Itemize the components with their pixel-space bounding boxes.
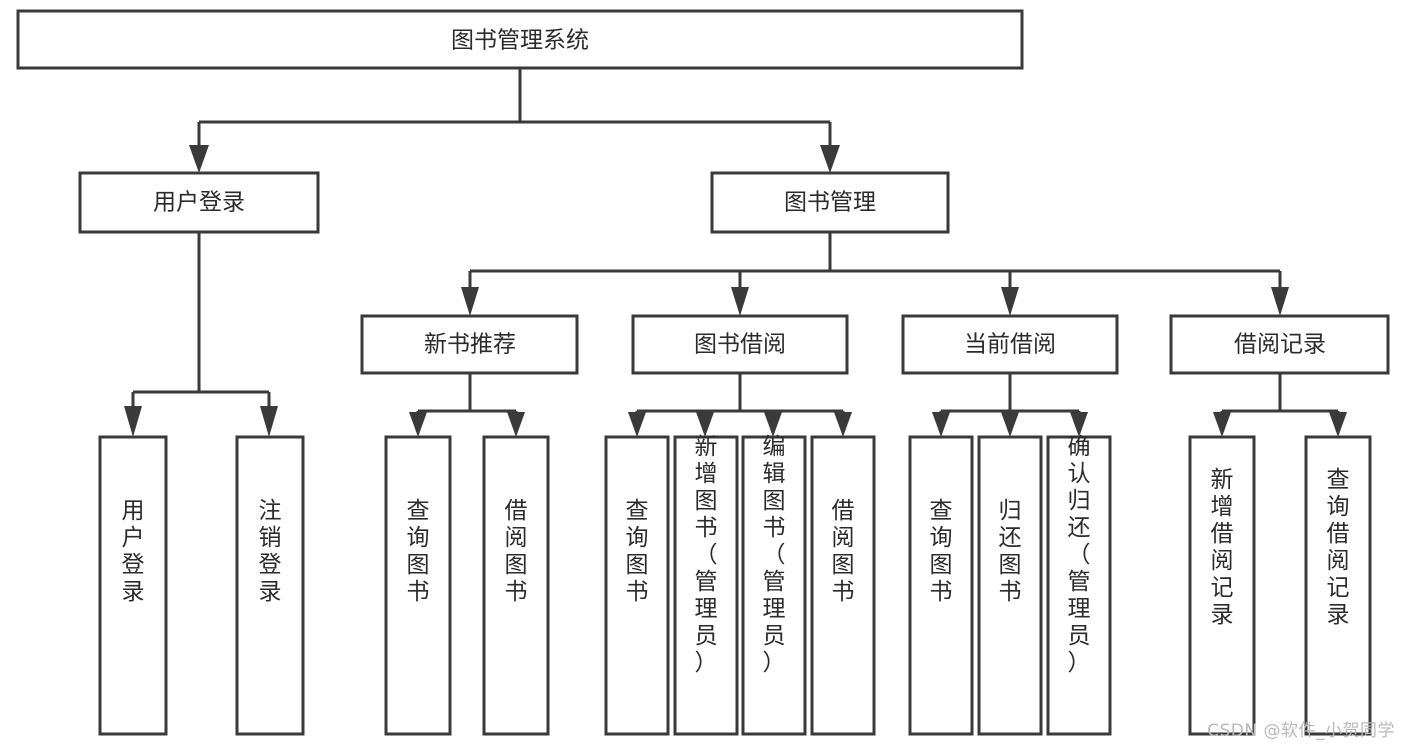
connector-group-root [189,68,840,173]
arrow-head-icon [932,412,950,437]
connector-group-new-book [409,373,525,437]
node-label: 借阅记录 [1234,332,1326,358]
node-label: 借阅图书 [832,498,855,605]
csdn-watermark: CSDN @软件_小贺同学 [1207,721,1395,741]
arrow-head-icon [260,406,278,437]
node-box [810,435,876,736]
node-label: 归还图书 [999,498,1022,605]
connector-group-current-borrow [932,373,1088,437]
node-box [673,435,739,736]
leaf-node-record-add[interactable]: 新增借阅记录 [1188,435,1256,736]
node-label: 图书管理系统 [451,28,589,54]
arrow-head-icon [731,287,749,316]
leaf-node-borrow-add-book[interactable]: 新增图书（管理员） [673,434,739,736]
arrow-head-icon [409,412,427,437]
leaf-node-current-query[interactable]: 查询图书 [908,435,974,736]
arrow-head-icon [124,406,142,437]
node-label: 图书管理 [784,190,876,216]
arrow-head-icon [1213,412,1231,437]
node-new-book-recommend[interactable]: 新书推荐 [360,314,579,375]
node-box [908,435,974,736]
node-borrow-record[interactable]: 借阅记录 [1169,314,1390,375]
node-book-borrow[interactable]: 图书借阅 [631,314,849,375]
node-label: 查询图书 [930,498,953,605]
connector-group-book-mgmt [461,232,1289,316]
node-label: 图书借阅 [694,332,786,358]
arrow-head-icon [507,412,525,437]
node-box [482,435,550,736]
node-box [977,435,1043,736]
node-label: 查询借阅记录 [1327,467,1350,628]
node-label: 注销登录 [259,498,282,605]
node-label: 用户登录 [153,190,245,216]
leaf-node-borrow-query[interactable]: 查询图书 [604,435,670,736]
node-label: 新增图书（管理员） [695,434,718,676]
leaf-node-borrow-borrow-book[interactable]: 借阅图书 [810,435,876,736]
leaf-node-user-login-login[interactable]: 用户登录 [98,435,168,736]
node-label: 编辑图书（管理员） [763,434,786,676]
node-box [631,314,849,375]
arrow-head-icon [1070,412,1088,437]
node-label: 查询图书 [407,498,430,605]
leaf-node-new-book-borrow[interactable]: 借阅图书 [482,435,550,736]
node-label: 当前借阅 [964,332,1056,358]
node-label: 查询图书 [626,498,649,605]
node-label: 新书推荐 [424,332,516,358]
node-box [710,171,950,234]
node-box [16,9,1024,70]
node-box [741,435,807,736]
node-box [78,171,320,234]
leaf-node-current-return[interactable]: 归还图书 [977,435,1043,736]
arrow-head-icon [628,412,646,437]
node-label: 新增借阅记录 [1211,467,1234,628]
node-user-login[interactable]: 用户登录 [78,171,320,234]
arrow-head-icon [820,145,840,173]
leaf-node-new-book-query[interactable]: 查询图书 [384,435,452,736]
arrow-head-icon [461,287,479,316]
node-box [1304,435,1372,736]
connector-group-book-borrow [628,373,852,437]
node-box [98,435,168,736]
leaf-node-current-confirm-return[interactable]: 确认归还（管理员） [1046,434,1112,736]
arrow-head-icon [764,412,782,437]
node-label: 确认归还（管理员） [1068,434,1091,676]
leaf-node-user-login-logout[interactable]: 注销登录 [235,435,305,736]
arrow-head-icon [1001,287,1019,316]
arrow-head-icon [1001,412,1019,437]
node-current-borrow[interactable]: 当前借阅 [901,314,1119,375]
arrow-head-icon [1329,412,1347,437]
arrow-head-icon [189,145,209,173]
node-box [1188,435,1256,736]
arrow-head-icon [1271,287,1289,316]
node-box [604,435,670,736]
node-book-management[interactable]: 图书管理 [710,171,950,234]
arrow-head-icon [696,412,714,437]
connector-group-borrow-record [1213,373,1347,437]
arrow-head-icon [834,412,852,437]
leaf-node-record-query[interactable]: 查询借阅记录 [1304,435,1372,736]
node-box [901,314,1119,375]
node-box [1169,314,1390,375]
node-root-book-management-system[interactable]: 图书管理系统 [16,9,1024,70]
node-label: 用户登录 [122,498,145,605]
node-box [360,314,579,375]
leaf-node-borrow-edit-book[interactable]: 编辑图书（管理员） [741,434,807,736]
node-box [384,435,452,736]
node-label: 借阅图书 [505,498,528,605]
node-box [235,435,305,736]
node-box [1046,435,1112,736]
connector-group-user-login [124,232,278,437]
